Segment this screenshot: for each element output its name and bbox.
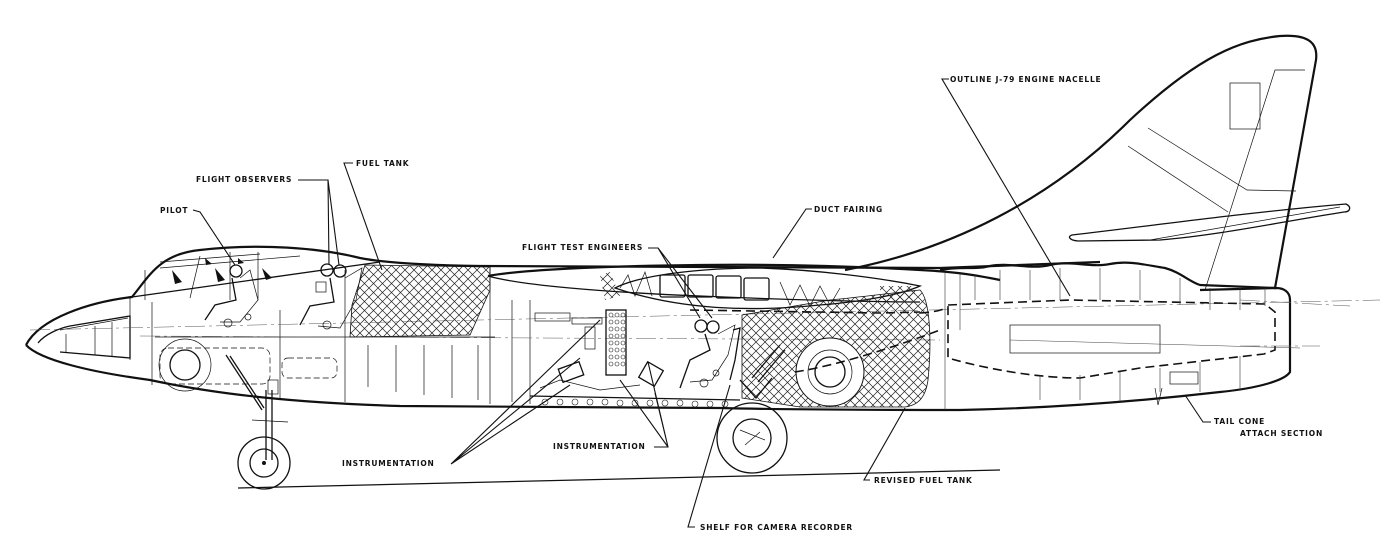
engine-nacelle <box>939 261 1351 410</box>
label-shelf-camera-recorder: SHELF FOR CAMERA RECORDER <box>700 523 853 532</box>
engineer-figures <box>679 319 741 389</box>
label-tail-cone-line1: TAIL CONE <box>1214 417 1265 426</box>
floor-rail <box>541 398 729 408</box>
label-pilot: PILOT <box>160 206 188 215</box>
intake-duct-outline <box>794 307 947 373</box>
horizontal-stabilizer <box>1068 203 1351 242</box>
observer-figures <box>299 263 363 330</box>
nose-gear-bay <box>158 338 338 392</box>
main-gear-bay <box>795 337 865 407</box>
label-tail-cone-line2: ATTACH SECTION <box>1240 429 1323 438</box>
cockpit-canopy <box>131 252 381 300</box>
forward-fuel-tank <box>349 264 491 338</box>
tail-cone-fitting <box>1169 371 1199 385</box>
fuselage-upper-outline <box>25 245 1101 346</box>
main-wheel <box>716 402 788 474</box>
instrument-rack <box>529 309 741 408</box>
nose-wheel <box>237 436 291 490</box>
label-flight-test-engineers: FLIGHT TEST ENGINEERS <box>522 243 643 252</box>
leader-lines <box>192 78 1211 528</box>
label-engine-nacelle: OUTLINE J-79 ENGINE NACELLE <box>950 75 1101 84</box>
label-duct-fairing: DUCT FAIRING <box>814 205 883 214</box>
vertical-tail <box>844 34 1318 291</box>
nose-landing-gear <box>225 354 291 490</box>
main-landing-gear <box>716 344 788 474</box>
ground-line <box>237 469 1001 489</box>
label-fuel-tank: FUEL TANK <box>356 159 410 168</box>
fuselage-lower-outline <box>25 286 1292 412</box>
label-revised-fuel-tank: REVISED FUEL TANK <box>874 476 973 485</box>
label-instrumentation-left: INSTRUMENTATION <box>342 459 435 468</box>
labels: PILOT FLIGHT OBSERVERS FUEL TANK FLIGHT … <box>160 75 1323 532</box>
tail-panel <box>1229 82 1261 130</box>
pilot-figure <box>204 264 259 328</box>
fuselage <box>25 245 1381 412</box>
label-instrumentation-center: INSTRUMENTATION <box>553 442 646 451</box>
fuselage-frames <box>367 300 531 404</box>
label-flight-observers: FLIGHT OBSERVERS <box>196 175 292 184</box>
